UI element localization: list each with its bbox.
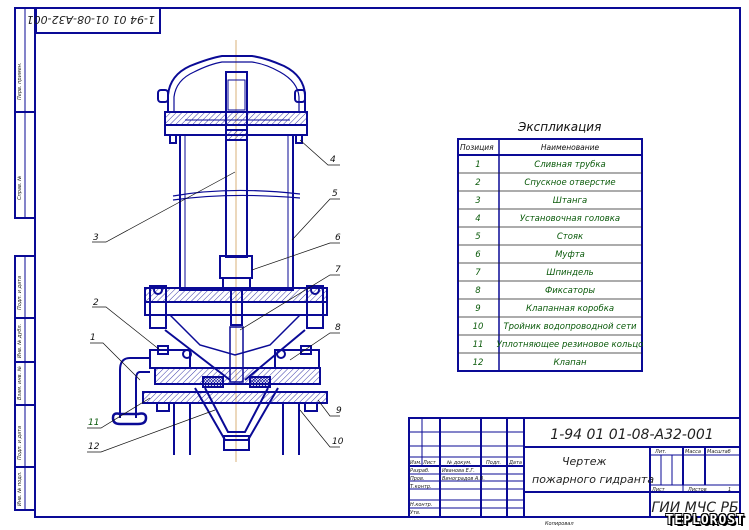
scale-label: Масштаб: [707, 449, 731, 455]
row-position: 5: [475, 232, 480, 242]
callout-11: 11: [88, 418, 99, 428]
row-position: 1: [475, 160, 480, 170]
valve-cone: [194, 387, 279, 441]
rubber-ring: [202, 376, 224, 388]
role-checker: Пров.: [410, 476, 425, 482]
col-date: Дата: [508, 460, 522, 466]
row-name: Уплотняющее резиновое кольцо: [497, 340, 644, 350]
checker-name: Виноградов А.В.: [442, 476, 485, 482]
row-name: Шпиндель: [546, 268, 593, 278]
side-label: Инв. № подл.: [17, 472, 23, 507]
callout-5: 5: [332, 189, 338, 199]
header-position: Позиция: [460, 143, 494, 152]
row-name: Клапанная коробка: [526, 304, 614, 314]
row-name: Фиксаторы: [545, 286, 595, 296]
role-ncontrol: Н.контр.: [410, 502, 432, 508]
row-name: Клапан: [554, 358, 587, 368]
side-label: Взам. инв. №: [17, 366, 23, 400]
valve-box: [169, 314, 301, 356]
callouts: [87, 139, 340, 453]
row-position: 8: [475, 286, 481, 296]
row-name: Установочная головка: [520, 214, 620, 224]
callout-7: 7: [335, 265, 341, 275]
callout-4: 4: [330, 155, 336, 165]
tee-flange: [142, 391, 328, 404]
callout-6: 6: [335, 233, 341, 243]
col-sheet: Лист: [422, 460, 437, 466]
sheet-frame: [14, 7, 741, 518]
row-name: Штанга: [553, 196, 587, 206]
side-label: Подп. и дата: [17, 276, 23, 310]
tee-pipe: [173, 403, 300, 455]
row-name: Тройник водопроводной сети: [503, 322, 637, 332]
row-position: 2: [475, 178, 480, 188]
side-label: Перв. примен.: [17, 62, 23, 100]
role-tcontrol: Т.контр.: [410, 484, 432, 490]
drain-pipe: [119, 357, 150, 418]
watermark: TEPLOROST: [665, 513, 745, 528]
row-name: Муфта: [555, 250, 585, 260]
copied-label: Копировал: [545, 521, 574, 527]
callout-numbers: 1 2 3 4 5 6 7 8 9 10 11 12: [88, 155, 344, 452]
row-name: Стояк: [557, 232, 584, 242]
callout-10: 10: [332, 437, 344, 447]
row-position: 3: [475, 196, 480, 206]
explication-title: Экспликация: [517, 120, 601, 134]
hydrant-drawing: [111, 40, 328, 462]
explication-table: Позиция Наименование 1 Сливная трубка 2 Спу…: [457, 138, 644, 372]
row-position: 12: [473, 358, 484, 368]
drawing-name-2: пожарного гидранта: [532, 473, 654, 486]
callout-9: 9: [336, 406, 342, 416]
standpipe: [179, 134, 294, 291]
header-name: Наименование: [541, 143, 600, 152]
title-block: [408, 417, 741, 518]
lower-flange: [144, 287, 328, 303]
row-name: Спускное отверстие: [524, 178, 615, 188]
upper-flange: [164, 111, 308, 126]
row-position: 6: [475, 250, 481, 260]
title-block-text: Изм. Лист № докум. Подп. Дата Разраб. Пр…: [410, 449, 731, 527]
callout-1: 1: [90, 333, 96, 343]
stamp-box: [35, 7, 161, 34]
callout-12: 12: [88, 442, 100, 452]
role-approved: Утв.: [410, 510, 421, 516]
side-label: Подп. и дата: [17, 426, 23, 460]
sheets-label: Листов: [687, 487, 707, 493]
row-position: 9: [475, 304, 480, 314]
callout-8: 8: [335, 323, 341, 333]
side-label: Справ. №: [17, 176, 23, 200]
side-label: Инв. № дубл.: [17, 324, 23, 358]
role-developer: Разраб.: [410, 468, 430, 474]
row-position: 11: [473, 340, 484, 350]
mass-label: Масса: [685, 449, 701, 455]
col-doc: № докум.: [446, 460, 472, 466]
organization: ГИИ МЧС РБ: [651, 500, 738, 516]
side-strip-labels: Перв. примен. Справ. № Подп. и дата Инв.…: [17, 62, 23, 506]
stamp-code: 1-94 01 01-08-А32-001: [27, 13, 155, 26]
sheet-label: Лист: [651, 487, 666, 493]
drawing-name-1: Чертеж: [562, 455, 606, 468]
stem: [225, 71, 248, 258]
col-change: Изм.: [410, 460, 422, 466]
developer-name: Иванова Е.Г.: [442, 468, 475, 474]
col-sign: Подп.: [486, 460, 501, 466]
row-position: 7: [475, 268, 481, 278]
row-position: 10: [473, 322, 484, 332]
row-name: Сливная трубка: [534, 160, 605, 170]
sheets-count: 1: [728, 487, 731, 493]
callout-2: 2: [93, 298, 99, 308]
row-position: 4: [475, 214, 480, 224]
dome-cap: [167, 55, 306, 112]
callout-3: 3: [93, 233, 99, 243]
drawing-code: 1-94 01 01-08-А32-001: [550, 427, 713, 443]
lit-label: Лит.: [654, 449, 667, 455]
